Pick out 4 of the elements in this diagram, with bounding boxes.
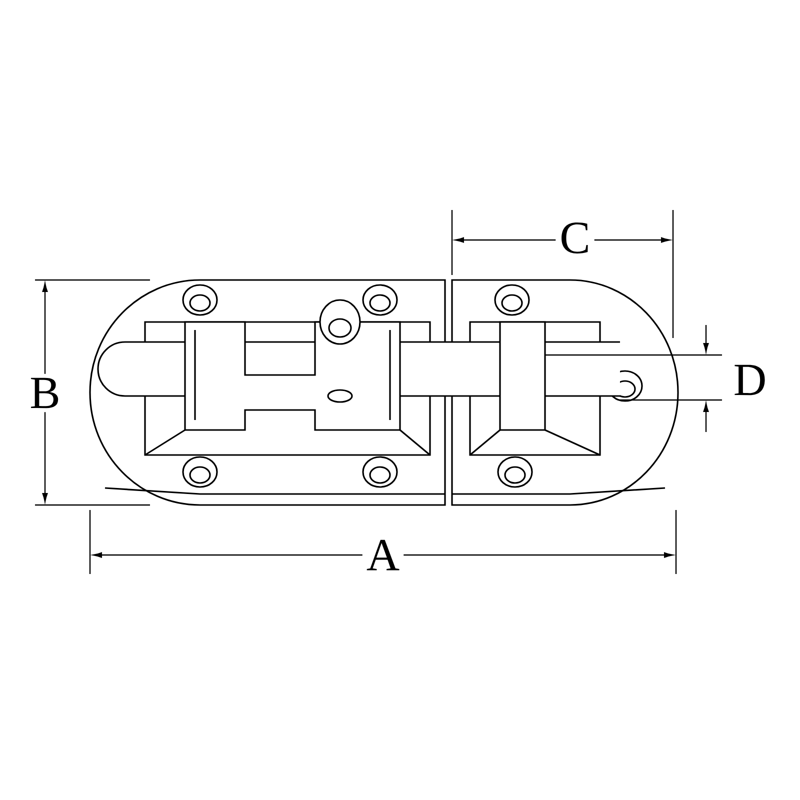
dimension-label: B (26, 374, 64, 412)
dimension-label: C (556, 218, 594, 258)
dimension-label: A (362, 536, 404, 574)
dimension-label: D (729, 360, 771, 400)
